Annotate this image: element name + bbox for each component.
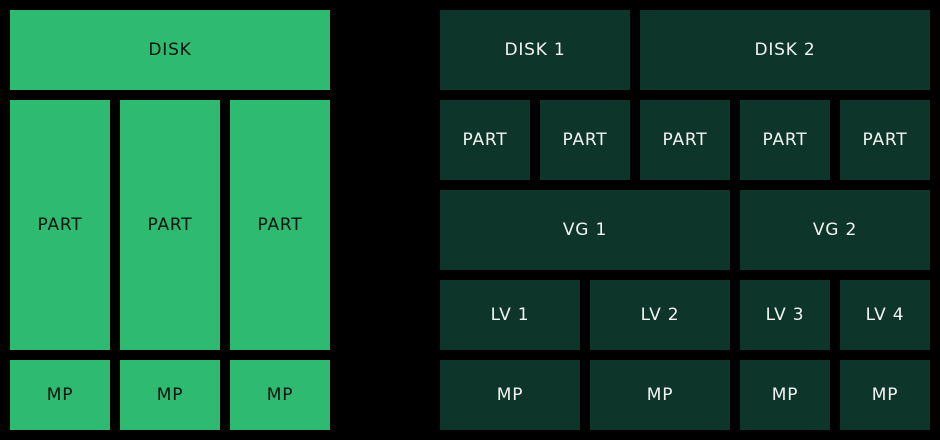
right-partition-row: PART PART PART PART PART [440, 100, 930, 180]
disk2-block: DISK 2 [640, 10, 930, 90]
logical-volume-2-block: LV 2 [590, 280, 730, 350]
partition-block: PART [540, 100, 630, 180]
right-disk-row: DISK 1 DISK 2 [440, 10, 930, 90]
right-diagram-lvm: DISK 1 DISK 2 PART PART PART PART PART V… [440, 10, 930, 430]
right-logical-volume-row: LV 1 LV 2 LV 3 LV 4 [440, 280, 930, 350]
volume-group-1-block: VG 1 [440, 190, 730, 270]
mount-point-block: MP [740, 360, 830, 430]
mount-point-block: MP [10, 360, 110, 430]
right-volume-group-row: VG 1 VG 2 [440, 190, 930, 270]
logical-volume-3-block: LV 3 [740, 280, 830, 350]
partition-block: PART [740, 100, 830, 180]
disk1-block: DISK 1 [440, 10, 630, 90]
mount-point-block: MP [840, 360, 930, 430]
partition-block: PART [10, 100, 110, 350]
mount-point-block: MP [440, 360, 580, 430]
partition-block: PART [640, 100, 730, 180]
right-mount-point-row: MP MP MP MP [440, 360, 930, 430]
logical-volume-1-block: LV 1 [440, 280, 580, 350]
left-disk-row: DISK [10, 10, 330, 90]
mount-point-block: MP [120, 360, 220, 430]
disk-block: DISK [10, 10, 330, 90]
mount-point-block: MP [230, 360, 330, 430]
left-mount-point-row: MP MP MP [10, 360, 330, 430]
left-partition-row: PART PART PART [10, 100, 330, 350]
logical-volume-4-block: LV 4 [840, 280, 930, 350]
partition-block: PART [230, 100, 330, 350]
partition-block: PART [120, 100, 220, 350]
left-diagram-traditional-partitioning: DISK PART PART PART MP MP MP [10, 10, 330, 430]
partition-block: PART [440, 100, 530, 180]
mount-point-block: MP [590, 360, 730, 430]
partition-block: PART [840, 100, 930, 180]
volume-group-2-block: VG 2 [740, 190, 930, 270]
